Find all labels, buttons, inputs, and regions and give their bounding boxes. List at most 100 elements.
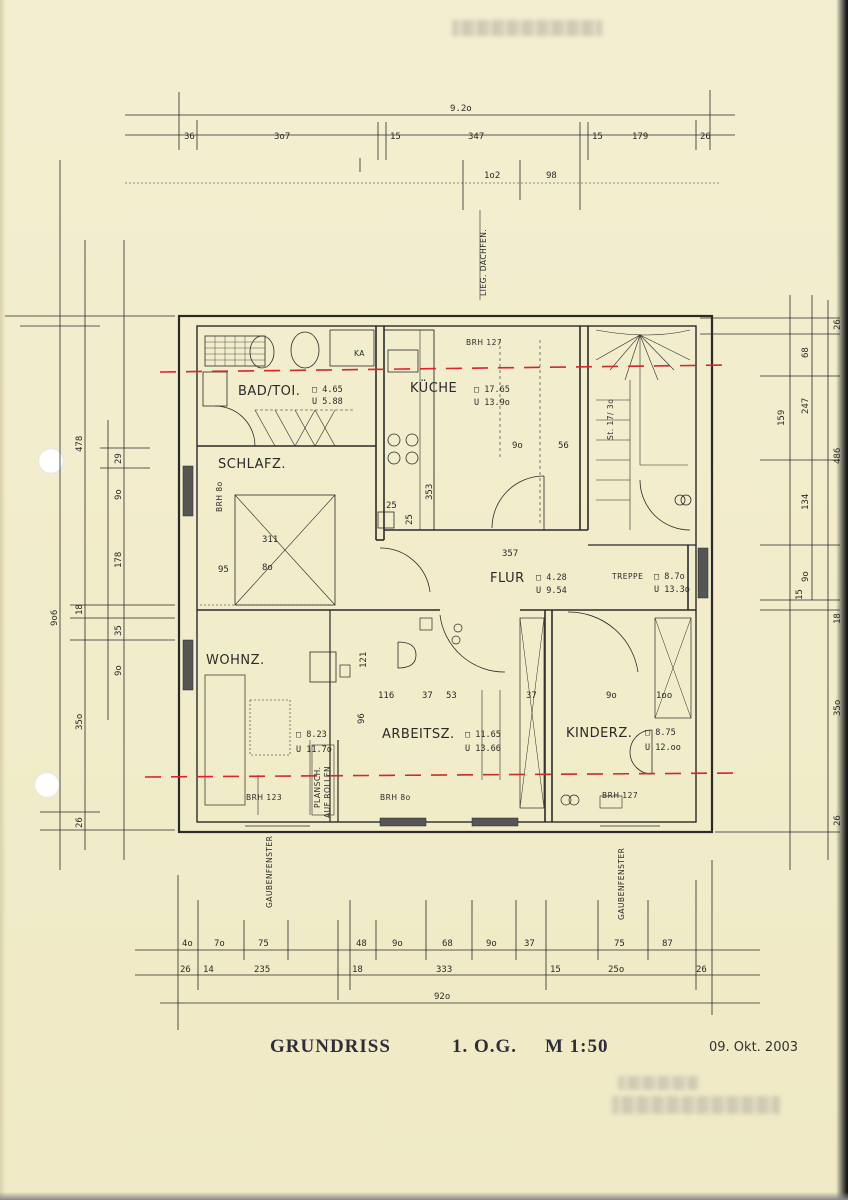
dim-int-3: 357 (502, 549, 518, 559)
stair-rise-note: St. 17/ 3o (606, 399, 615, 440)
dim-bottom-r1-7: 37 (524, 939, 535, 949)
title-grundriss: GRUNDRISS (270, 1036, 391, 1057)
redacted-signature-line-1 (618, 1076, 698, 1090)
dim-bottom-r1-0: 4o (182, 939, 193, 949)
dim-bottom-r1-8: 75 (614, 939, 625, 949)
dim-right-9: 26 (833, 815, 843, 826)
dim-int-13: 25 (405, 514, 415, 525)
dim-left-3: 178 (114, 552, 124, 568)
page-right-edge (836, 0, 848, 1200)
area-kueche: □ 17.65 (474, 385, 510, 395)
dim-top-0: 36 (184, 132, 195, 142)
dim-left-7: 35o (75, 714, 85, 730)
dim-left-4: 18 (75, 604, 85, 615)
roof-window-note: LIEG. DACHFEN. (479, 229, 488, 296)
area-wohnz: □ 8.23 (296, 730, 327, 740)
dim-int-0: 311 (262, 535, 278, 545)
dormer-window-right: GAUBENFENSTER (617, 848, 626, 920)
sill-height-kinderz: BRH 127 (602, 791, 638, 800)
room-label-schlafz: SCHLAFZ. (218, 457, 286, 472)
dim-right-total: 486 (833, 448, 843, 464)
dim-bottom-total: 92o (434, 992, 450, 1002)
room-label-bad: BAD/TOI. (238, 384, 300, 399)
perimeter-wohnz: U 11.7o (296, 745, 332, 755)
punch-hole-bottom (34, 772, 60, 798)
dim-int-5: 37 (422, 691, 433, 701)
dim-bottom-r2-5: 15 (550, 965, 561, 975)
plansch-note-2: AUF ROLLEN (323, 766, 332, 818)
perimeter-arbeitsz: U 13.66 (465, 744, 501, 754)
room-label-flur: FLUR (490, 571, 525, 586)
dim-int-6: 53 (446, 691, 457, 701)
area-treppe: □ 8.7o (654, 572, 685, 582)
dim-int-4: 116 (378, 691, 394, 701)
dim-top-1: 3o7 (274, 132, 290, 142)
dim-left-5: 35 (114, 625, 124, 636)
dim-int-12: 353 (425, 484, 435, 500)
dim-int-7: 37 (526, 691, 537, 701)
title-floor: 1. O.G. (452, 1036, 518, 1057)
dim-left-2: 9o (114, 489, 124, 500)
dim-bottom-r1-2: 75 (258, 939, 269, 949)
dim-int-10: 121 (359, 652, 369, 668)
dim-left-total: 9o6 (50, 610, 60, 626)
area-flur: □ 4.28 (536, 573, 567, 583)
dim-left-1: 29 (114, 453, 124, 464)
title-scale: M 1:50 (545, 1036, 609, 1057)
redacted-signature-line-2 (612, 1096, 780, 1114)
room-label-kueche: KÜCHE (410, 379, 457, 396)
dim-right-4: 134 (801, 494, 811, 510)
area-bad: □ 4.65 (312, 385, 343, 395)
dim-bottom-r2-0: 26 (180, 965, 191, 975)
room-label-arbeitsz: ARBEITSZ. (382, 727, 455, 742)
plan-date: 09. Okt. 2003 (709, 1040, 799, 1055)
dim-top-4: 15 (592, 132, 603, 142)
plansch-note-1: PLANSCH. (313, 766, 322, 808)
perimeter-flur: U 9.54 (536, 586, 567, 596)
dim-int-11: 25 (386, 501, 397, 511)
dim-bottom-r2-3: 18 (352, 965, 363, 975)
dim-int-8: 9o (606, 691, 617, 701)
dim-right-0: 26 (833, 319, 843, 330)
dim-left-6: 9o (114, 665, 124, 676)
page-left-edge (0, 0, 6, 1200)
dim-top-3: 347 (468, 132, 484, 142)
area-kinderz: □ 8.75 (645, 728, 676, 738)
dim-bottom-r1-3: 48 (356, 939, 367, 949)
dim-right-3: 159 (777, 410, 787, 426)
page-bottom-edge (0, 1192, 848, 1200)
dim-bottom-r2-1: 14 (203, 965, 214, 975)
dim-bottom-r1-5: 68 (442, 939, 453, 949)
dim-int-14: 9o (512, 441, 523, 451)
title-block: GRUNDRISS 1. O.G. M 1:50 09. Okt. 2003 (0, 1030, 848, 1070)
dim-right-1: 68 (801, 347, 811, 358)
dim-top-5: 179 (632, 132, 648, 142)
dim-bottom-r2-4: 333 (436, 965, 452, 975)
dim-int-15: 56 (558, 441, 569, 451)
dim-right-6: 15 (795, 589, 805, 600)
dormer-window-left: GAUBENFENSTER (265, 836, 274, 908)
room-label-treppe: TREPPE (611, 572, 643, 581)
dim-top-total: 9.2o (450, 104, 472, 114)
dim-bottom-r1-1: 7o (214, 939, 225, 949)
perimeter-treppe: U 13.3o (654, 585, 690, 595)
dim-top-inner-0: 1o2 (484, 171, 500, 181)
perimeter-kueche: U 13.9o (474, 398, 510, 408)
dim-bottom-r1-6: 9o (486, 939, 497, 949)
sill-height-schlafz: BRH 8o (215, 481, 224, 512)
sill-height-wohnz: BRH 123 (246, 793, 282, 802)
dim-int-2: 8o (262, 563, 273, 573)
room-label-wohnz: WOHNZ. (206, 653, 265, 668)
dim-int-1: 95 (218, 565, 229, 575)
dim-bottom-r2-7: 26 (696, 965, 707, 975)
area-arbeitsz: □ 11.65 (465, 730, 501, 740)
sill-height-arbeitsz: BRH 8o (380, 793, 411, 802)
dim-right-8: 35o (833, 700, 843, 716)
perimeter-kinderz: U 12.oo (645, 743, 681, 753)
dim-right-7: 18 (833, 613, 843, 624)
dim-bottom-r1-4: 9o (392, 939, 403, 949)
dim-bottom-r2-6: 25o (608, 965, 624, 975)
